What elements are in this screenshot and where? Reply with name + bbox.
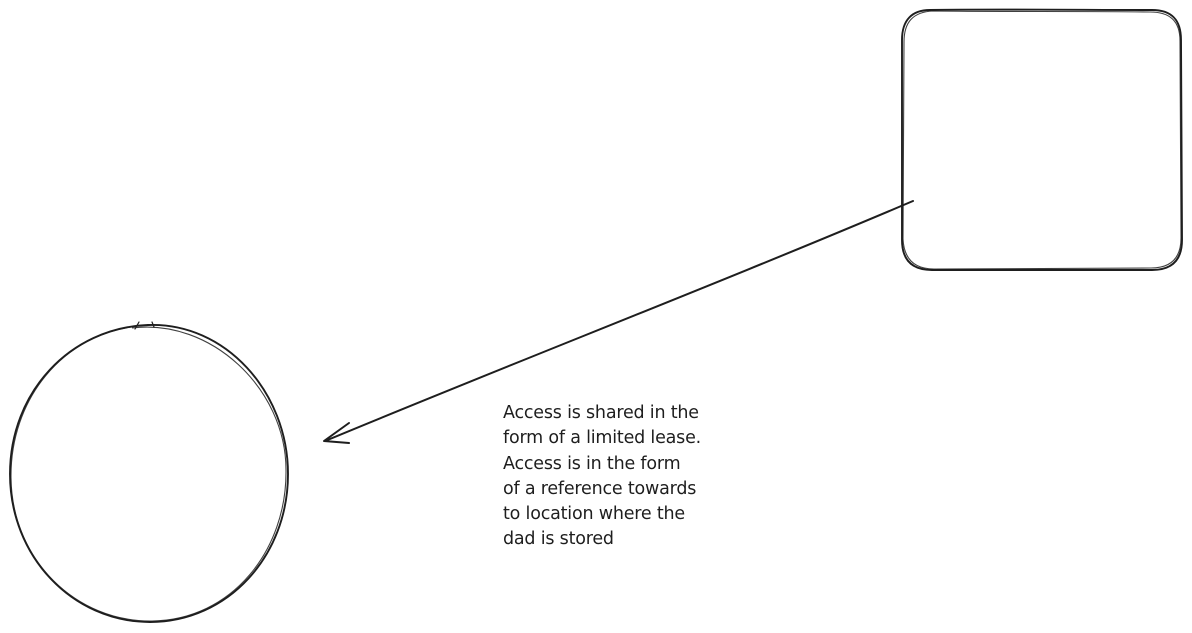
ellipse-outline-sketch: [10, 325, 287, 622]
arrow-shaft: [324, 200, 914, 442]
rectangle-outline: [901, 8, 1183, 271]
note-line: of a reference towards: [503, 478, 697, 499]
ellipse-sketch-tick: [134, 321, 155, 330]
ellipse-outline: [9, 324, 289, 623]
arrow-connector[interactable]: [323, 200, 914, 444]
rectangle-outline-sketch: [902, 10, 1182, 270]
note-line: dad is stored: [503, 529, 614, 550]
note-text: Access is shared in the form of a limite…: [503, 401, 743, 553]
ellipse-node[interactable]: [9, 321, 289, 623]
note-line: to location where the: [503, 504, 685, 525]
arrow-head-icon: [323, 422, 350, 444]
rounded-rectangle-node[interactable]: [901, 8, 1183, 271]
note-line: form of a limited lease.: [503, 428, 702, 449]
note-line: Access is in the form: [503, 453, 681, 474]
note-line: Access is shared in the: [503, 403, 699, 423]
